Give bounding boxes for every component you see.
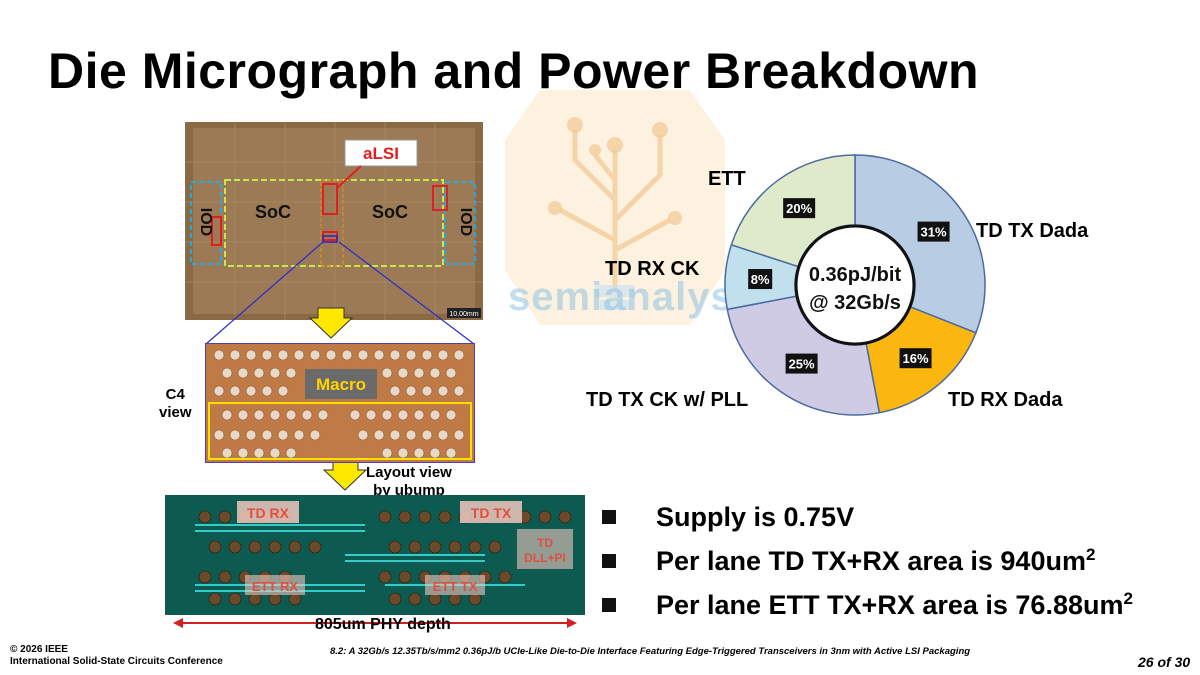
donut-value-badge [785, 353, 818, 374]
donut-value-label: 8% [751, 272, 770, 287]
donut-value-badge [783, 198, 816, 219]
iod-right-label: IOD [457, 208, 474, 236]
bullet-text: Supply is 0.75V [656, 501, 855, 532]
c4-view-image: Macro [205, 343, 475, 463]
c4-view-label: C4 view [159, 386, 192, 422]
donut-value-label: 20% [786, 201, 812, 216]
bullet-square-icon [602, 510, 616, 524]
td-rx-label: TD RX [247, 505, 290, 521]
layout-view-label-line1: Layout view [366, 464, 452, 481]
bullet-item: Supply is 0.75V [596, 495, 1133, 539]
bullet-item: Per lane ETT TX+RX area is 76.88um2 [596, 583, 1133, 627]
die-micrograph: aLSI SoC SoC IOD IOD 10.00mm [185, 122, 483, 320]
footer-copyright-block: © 2026 IEEE International Solid-State Ci… [10, 644, 223, 668]
donut-value-badge [917, 221, 950, 242]
donut-value-badge [899, 348, 932, 369]
footer-conference: International Solid-State Circuits Confe… [10, 656, 223, 667]
donut-center-label-line2: @ 32Gb/s [809, 292, 901, 314]
slice-label-td-rx-ck: TD RX CK [605, 258, 700, 280]
slide-title: Die Micrograph and Power Breakdown [48, 43, 980, 99]
slice-label-td-rx-dada: TD RX Dada [948, 389, 1063, 411]
donut-center-label-line1: 0.36pJ/bit [809, 264, 902, 286]
td-tx-label: TD TX [471, 505, 512, 521]
bullet-text-main: Per lane ETT TX+RX area is 76.88um [656, 590, 1124, 620]
ett-rx-label: ETT RX [252, 579, 299, 594]
footer-copyright: © 2026 IEEE [10, 644, 68, 655]
bullet-superscript: 2 [1085, 545, 1096, 564]
slice-label-ett: ETT [708, 168, 746, 190]
donut-value-label: 16% [903, 351, 929, 366]
bullet-text-main: Per lane TD TX+RX area is 940um [656, 546, 1086, 576]
slice-label-td-tx-ck-pll: TD TX CK w/ PLL [586, 389, 749, 411]
bullet-square-icon [602, 598, 616, 612]
donut-value-label: 25% [789, 357, 815, 372]
layout-view-label-line2: by ubump [373, 482, 445, 499]
bullet-text: Per lane TD TX+RX area is 940um2 [656, 545, 1095, 577]
phy-depth-label: 805um PHY depth [315, 616, 451, 633]
scale-bar-label: 10.00mm [449, 311, 478, 318]
donut-value-label: 31% [921, 225, 947, 240]
c4-view-label-line2: view [159, 404, 192, 421]
layout-view-label: Layout view by ubump [366, 464, 452, 500]
td-dll-label-line1: TD [537, 536, 553, 550]
bullet-item: Per lane TD TX+RX area is 940um2 [596, 539, 1133, 583]
bullet-superscript: 2 [1123, 589, 1133, 608]
soc-left-label: SoC [255, 202, 291, 222]
iod-left-label: IOD [197, 208, 214, 236]
bullet-list: Supply is 0.75V Per lane TD TX+RX area i… [596, 495, 1133, 627]
soc-right-label: SoC [372, 202, 408, 222]
c4-view-label-line1: C4 [165, 386, 185, 403]
td-dll-label-line2: DLL+PI [524, 551, 566, 565]
power-breakdown-donut: 31% 16% 25% 8% 20% 0.36pJ/bit @ 32Gb/s [724, 154, 986, 416]
layout-view-image: TD RX TD TX ETT RX ETT TX TD DLL+PI [165, 495, 585, 628]
donut-value-badge [748, 269, 773, 290]
slice-label-td-tx-dada: TD TX Dada [976, 220, 1089, 242]
footer-paper-title: 8.2: A 32Gb/s 12.35Tb/s/mm2 0.36pJ/b UCI… [330, 646, 971, 657]
donut-center [794, 224, 916, 346]
bullet-text: Per lane ETT TX+RX area is 76.88um2 [656, 589, 1133, 621]
bullet-square-icon [602, 554, 616, 568]
ett-tx-label: ETT TX [433, 579, 478, 594]
alsi-label: aLSI [363, 144, 399, 163]
macro-label: Macro [316, 375, 366, 394]
page-number: 26 of 30 [1138, 654, 1191, 670]
watermark-logo [505, 90, 725, 325]
